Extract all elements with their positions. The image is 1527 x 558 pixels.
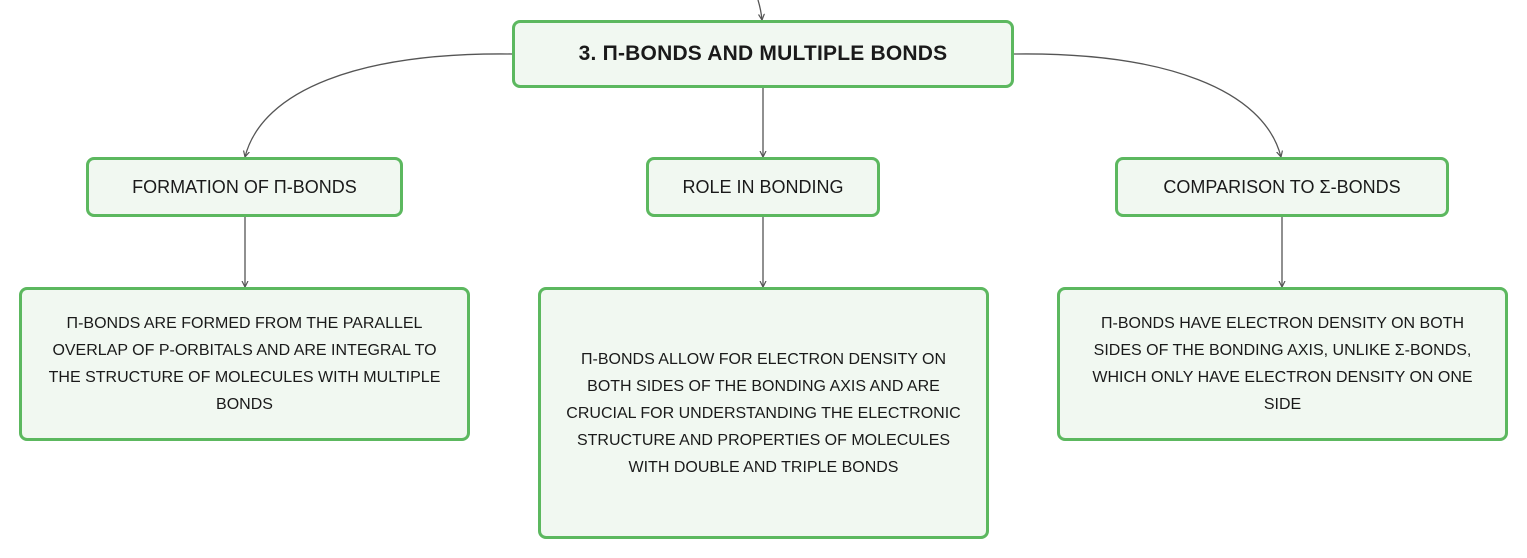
- branch-node-formation[interactable]: FORMATION OF Π-BONDS: [86, 157, 403, 217]
- branch-label: FORMATION OF Π-BONDS: [132, 176, 357, 197]
- detail-text: Π-BONDS ARE FORMED FROM THE PARALLEL OVE…: [48, 315, 441, 413]
- detail-node-comparison[interactable]: Π-BONDS HAVE ELECTRON DENSITY ON BOTH SI…: [1057, 287, 1508, 441]
- detail-text: Π-BONDS ALLOW FOR ELECTRON DENSITY ON BO…: [566, 350, 961, 476]
- detail-node-role[interactable]: Π-BONDS ALLOW FOR ELECTRON DENSITY ON BO…: [538, 287, 989, 539]
- root-node[interactable]: 3. Π-BONDS AND MULTIPLE BONDS: [512, 20, 1014, 88]
- detail-text: Π-BONDS HAVE ELECTRON DENSITY ON BOTH SI…: [1092, 315, 1473, 413]
- branch-label: ROLE IN BONDING: [682, 176, 844, 197]
- branch-label: COMPARISON TO Σ-BONDS: [1163, 176, 1401, 197]
- branch-node-role[interactable]: ROLE IN BONDING: [646, 157, 880, 217]
- detail-node-formation[interactable]: Π-BONDS ARE FORMED FROM THE PARALLEL OVE…: [19, 287, 470, 441]
- connector-root-to-comparison: [1013, 53, 1281, 157]
- connector-root-to-formation: [245, 53, 513, 157]
- branch-node-comparison[interactable]: COMPARISON TO Σ-BONDS: [1115, 157, 1449, 217]
- incoming-connector: [757, 0, 762, 20]
- root-title: 3. Π-BONDS AND MULTIPLE BONDS: [578, 42, 948, 65]
